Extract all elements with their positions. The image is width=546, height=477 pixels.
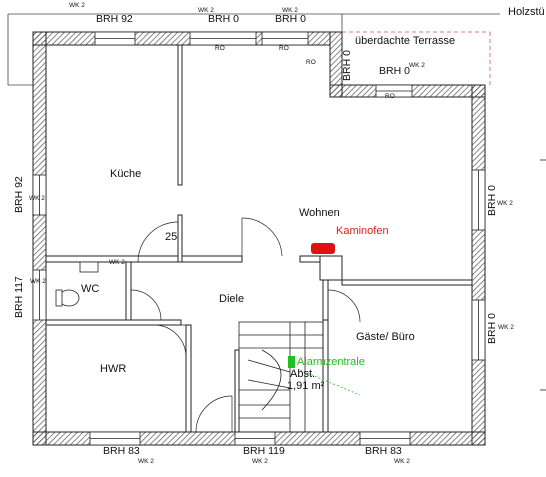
brh-left-lower: BRH 117 (13, 276, 25, 318)
brh-terrace-vert: BRH 0 (341, 50, 353, 81)
kaminofen-marker (311, 243, 335, 254)
brh-bottom-left: BRH 83 (103, 445, 140, 457)
area-label: 1,91 m² (287, 380, 325, 392)
wk-label: WK 2 (394, 458, 410, 465)
ro-label: RO (385, 93, 395, 100)
wc-fixtures (55, 261, 99, 307)
room-label-gaeste: Gäste/ Büro (356, 331, 415, 343)
room-label-terrasse: überdachte Terrasse (355, 35, 456, 47)
windows (32, 31, 486, 446)
wk-label: WK 2 (497, 200, 513, 207)
interior-walls (45, 44, 473, 433)
wk-label: WK 2 (282, 7, 298, 14)
wk-label: WK 2 (30, 278, 46, 285)
dimension-25: 25 (165, 231, 178, 243)
brh-bottom-mid: BRH 119 (243, 445, 285, 457)
wk-label: WK 2 (409, 62, 425, 69)
alarm-pointer (299, 369, 361, 396)
alarmzentrale-label: Alarmzentrale (297, 356, 365, 368)
brh-terrace-horiz: BRH 0 (379, 65, 410, 77)
alarm-marker (288, 356, 295, 368)
wk-label: WK 2 (109, 259, 125, 266)
ro-label: RO (215, 45, 225, 52)
room-label-diele: Diele (219, 293, 245, 305)
ro-label: RO (279, 45, 289, 52)
room-label-hwr: HWR (100, 363, 127, 375)
brh-top-left: BRH 92 (96, 13, 133, 25)
ro-label: RO (306, 59, 316, 66)
wk-label: WK 2 (69, 2, 85, 9)
brh-top-mid1: BRH 0 (208, 13, 239, 25)
brh-top-mid2: BRH 0 (275, 13, 306, 25)
outer-walls (32, 31, 486, 446)
wk-label: WK 2 (29, 195, 45, 202)
brh-left-upper: BRH 92 (13, 176, 25, 213)
terrace-outline (342, 31, 491, 85)
wk-label: WK 2 (198, 7, 214, 14)
wk-label: WK 2 (138, 458, 154, 465)
wk-label: WK 2 (252, 458, 268, 465)
kaminofen-label: Kaminofen (336, 225, 389, 237)
roof-outline (7, 13, 500, 86)
room-label-wc: WC (81, 283, 100, 295)
staircase (238, 321, 324, 433)
brh-bottom-right: BRH 83 (365, 445, 402, 457)
holzstu-label: Holzstü (508, 6, 545, 18)
door-swings (130, 217, 361, 433)
abst-label: Abst. (290, 368, 316, 380)
brh-right-upper: BRH 0 (486, 185, 498, 216)
room-label-kueche: Küche (110, 168, 142, 180)
room-label-wohnen: Wohnen (299, 207, 340, 219)
brh-right-lower: BRH 0 (486, 313, 498, 344)
wk-label: WK 2 (498, 324, 514, 331)
